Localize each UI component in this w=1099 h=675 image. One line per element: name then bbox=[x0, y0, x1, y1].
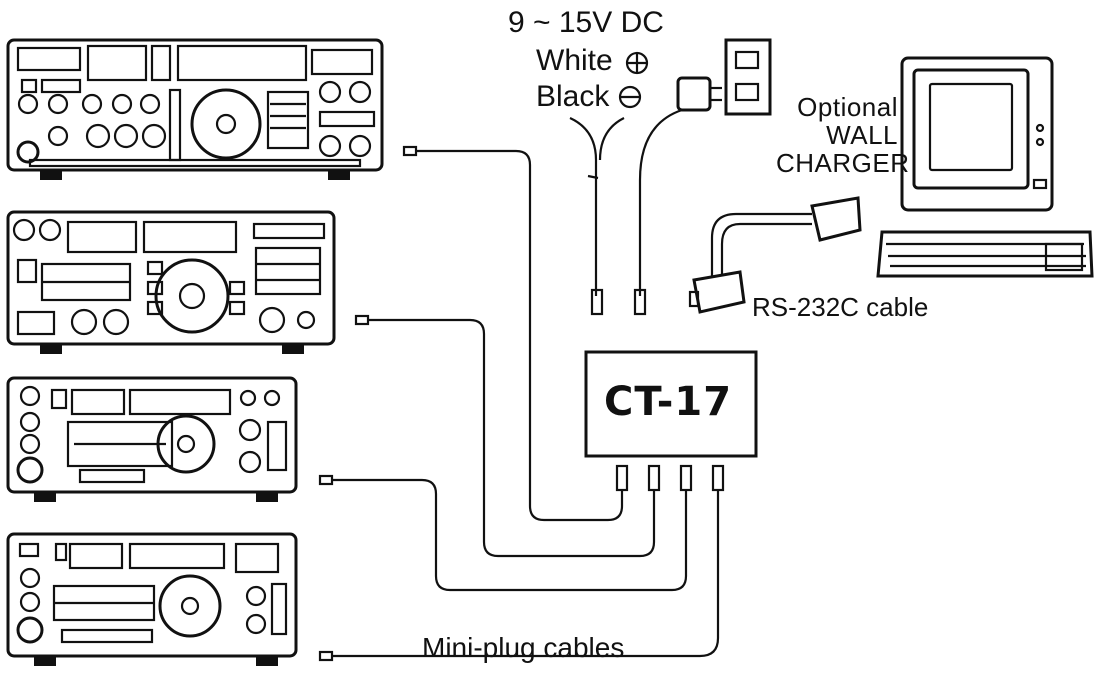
charger-charger-label: CHARGER bbox=[776, 148, 910, 178]
radio-3-icon bbox=[6, 376, 298, 502]
mini-plug-cable-3 bbox=[318, 474, 688, 592]
ct17-box bbox=[584, 350, 758, 458]
power-leads bbox=[569, 117, 625, 316]
black-lead-label: Black bbox=[536, 80, 610, 113]
power-voltage-label: 9 ~ 15V DC bbox=[508, 6, 664, 39]
wall-charger-icon bbox=[633, 76, 722, 316]
mini-plug-cable-1 bbox=[402, 145, 624, 522]
mini-plug-cable-2 bbox=[354, 314, 656, 558]
mini-plug-cables-label: Mini-plug cables bbox=[422, 632, 625, 663]
radio-1-icon bbox=[6, 38, 384, 180]
radio-4-icon bbox=[6, 532, 298, 666]
db25-connector-icon bbox=[688, 196, 862, 314]
radio-2-icon bbox=[6, 210, 336, 354]
white-lead-label: White bbox=[536, 44, 613, 77]
ct17-label: CT-17 bbox=[604, 379, 733, 425]
charger-wall-label: WALL bbox=[826, 120, 898, 150]
minus-icon bbox=[618, 85, 642, 109]
wall-outlet-icon bbox=[724, 38, 772, 116]
mini-plug-cable-4 bbox=[318, 490, 720, 662]
rs232-cable-label: RS-232C cable bbox=[752, 292, 929, 322]
charger-optional-label: Optional bbox=[797, 92, 898, 122]
computer-icon bbox=[876, 56, 1094, 278]
mini-plug-icon bbox=[615, 464, 725, 492]
plus-icon bbox=[625, 51, 649, 75]
